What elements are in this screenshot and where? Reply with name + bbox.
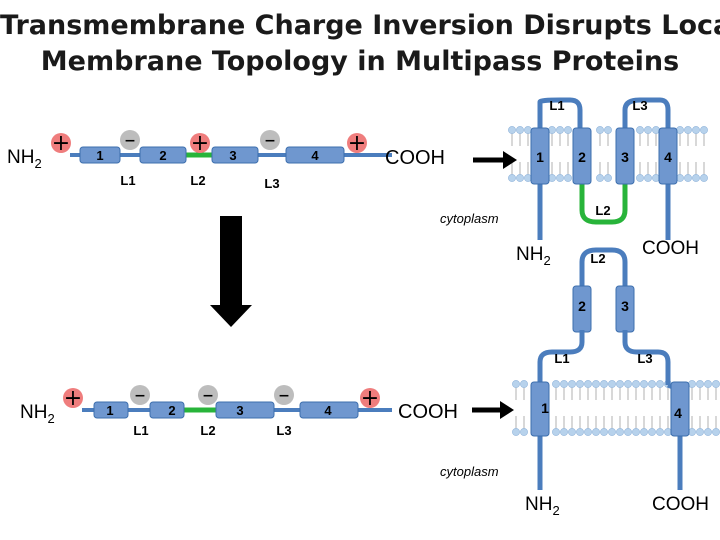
minus-sign: – (125, 128, 136, 153)
minus-sign: – (265, 128, 276, 153)
minus-sign: – (279, 383, 290, 408)
tm-segment-2 (149, 401, 185, 419)
plus-sign: + (348, 131, 366, 156)
n-terminus-label: NH2 (525, 494, 560, 518)
loop-label-l2: L2 (200, 423, 215, 438)
tm-number-4: 4 (311, 148, 319, 163)
green-loop-l2 (579, 180, 628, 225)
minus-charge-icon (198, 385, 218, 405)
topology-bottom: 1 4 cytoplasm NH2 COOH (440, 381, 709, 518)
helix-1 (530, 127, 550, 185)
c-terminus-label: COOH (652, 494, 709, 515)
tm-number-1: 1 (106, 403, 113, 418)
loop-label-l1: L1 (554, 351, 569, 366)
loop-l3 (622, 97, 671, 140)
plus-charge-icon (360, 388, 380, 408)
helix-number-4: 4 (674, 405, 682, 421)
helix-number-1: 1 (541, 400, 549, 416)
helix-3 (615, 127, 635, 185)
helix-4 (658, 127, 678, 185)
c-terminus-label: COOH (398, 401, 458, 423)
right-arrow-top (473, 151, 517, 169)
linear-construct-bottom: 1 2 3 4 + – – – + NH2 COOH L1 L2 L3 (20, 383, 458, 438)
n-terminus-label: NH2 (516, 244, 551, 268)
linear-construct-top: 1 2 3 4 + – + – + NH2 COOH L1 L2 L3 (7, 128, 445, 191)
minus-charge-icon (274, 385, 294, 405)
loop-label-l2: L2 (190, 173, 205, 188)
membrane-bilayer-bottom (512, 380, 720, 436)
loop-label-l3: L3 (632, 98, 647, 113)
tm-number-1: 1 (96, 148, 103, 163)
tm-segment-4 (285, 146, 345, 164)
plus-sign: + (64, 386, 82, 411)
helix-2 (572, 127, 592, 185)
helix-1 (530, 381, 550, 437)
cytoplasm-label: cytoplasm (440, 211, 499, 226)
minus-sign: – (203, 383, 214, 408)
loop-label-l2: L2 (590, 251, 605, 266)
c-terminus-label: COOH (642, 238, 699, 259)
helix-number-1: 1 (536, 149, 544, 165)
tm-number-2: 2 (168, 403, 175, 418)
plus-charge-icon (51, 133, 71, 153)
cytoplasm-label: cytoplasm (440, 464, 499, 479)
title-line-2: Membrane Topology in Multipass Proteins (40, 46, 680, 77)
loop-l2 (579, 247, 628, 290)
plus-sign: + (52, 131, 70, 156)
plus-sign: + (191, 131, 209, 156)
loop-label-l1: L1 (133, 423, 148, 438)
tm-number-2: 2 (159, 148, 166, 163)
helix-4 (670, 381, 690, 437)
plus-charge-icon (63, 388, 83, 408)
loop-label-l3: L3 (264, 176, 279, 191)
helix-number-2: 2 (578, 149, 586, 165)
plus-charge-icon (347, 133, 367, 153)
helix-number-2: 2 (578, 298, 586, 314)
topology-top: 1 2 3 4 L1 L3 L2 cytoplasm NH2 COOH (440, 97, 699, 268)
loop-label-l2: L2 (595, 203, 610, 218)
tm-number-3: 3 (229, 148, 236, 163)
plus-charge-icon (190, 133, 210, 153)
right-arrow-bottom (472, 401, 514, 419)
loop-label-l3: L3 (637, 351, 652, 366)
tm-segment-4 (299, 401, 359, 419)
minus-charge-icon (260, 130, 280, 150)
minus-sign: – (135, 383, 146, 408)
helix-number-3: 3 (621, 298, 629, 314)
loop-label-l1: L1 (549, 98, 564, 113)
n-terminus-label: NH2 (20, 402, 55, 426)
plus-sign: + (361, 386, 379, 411)
minus-charge-icon (120, 130, 140, 150)
c-terminus-label: COOH (385, 147, 445, 169)
loop-l1 (537, 330, 585, 385)
diagram-title: Transmembrane Charge Inversion Disrupts … (0, 8, 720, 80)
minus-charge-icon (130, 385, 150, 405)
tm-segment-2 (139, 146, 187, 164)
tm-number-4: 4 (324, 403, 332, 418)
helix-number-4: 4 (664, 149, 672, 165)
loop-label-l1: L1 (120, 173, 135, 188)
tm-segment-1 (79, 146, 121, 164)
down-arrow (210, 216, 252, 327)
tm-segment-1 (93, 401, 129, 419)
n-terminus-label: NH2 (7, 147, 42, 171)
title-line-1: Transmembrane Charge Inversion Disrupts … (0, 10, 720, 41)
helix-number-3: 3 (621, 149, 629, 165)
tm-segment-3 (211, 146, 259, 164)
tm-number-3: 3 (236, 403, 243, 418)
tm-segment-3 (215, 401, 275, 419)
loop-l3 (622, 330, 671, 385)
loop-label-l3: L3 (276, 423, 291, 438)
topology-middle: 2 3 L2 L1 L3 (537, 247, 671, 385)
loop-l1 (537, 97, 583, 140)
membrane-bilayer-top (508, 126, 708, 182)
